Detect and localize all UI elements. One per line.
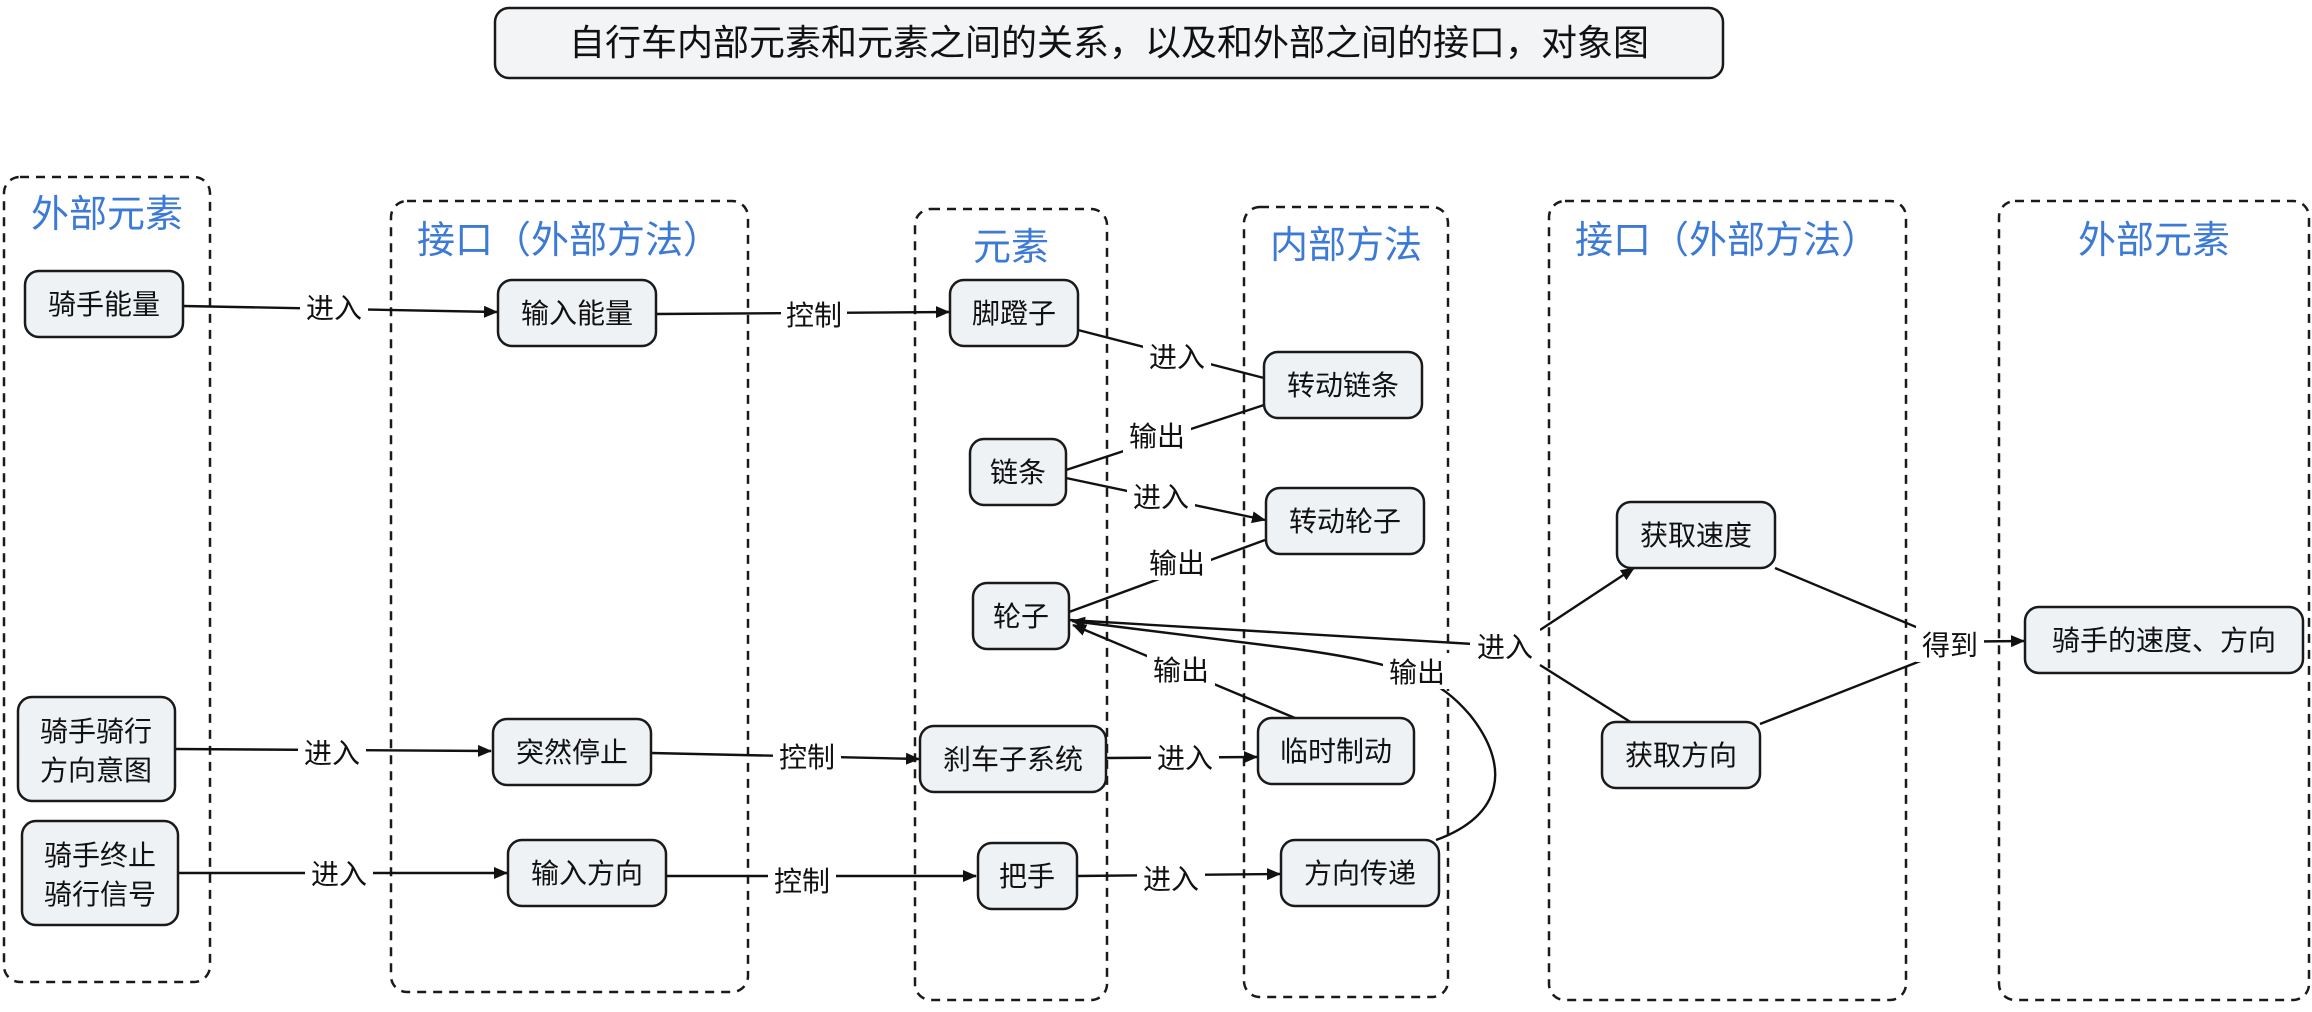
node-wheel: 轮子 [971, 581, 1071, 651]
edge-label-enter: 进入 [1149, 341, 1205, 374]
node-input-energy: 输入能量 [496, 278, 658, 348]
node-chain: 链条 [968, 437, 1068, 507]
group-external-right: 外部元素 [1997, 199, 2311, 1002]
node-pedal-label: 脚蹬子 [972, 297, 1056, 330]
group-external-left: 外部元素 [2, 175, 212, 984]
edge-get-direction-to-output [1759, 656, 1929, 726]
node-rider-stop-signal: 骑手终止 骑行信号 [20, 819, 180, 927]
node-input-direction: 输入方向 [506, 838, 668, 908]
edge-label-control: 控制 [779, 741, 835, 774]
node-get-direction: 获取方向 [1600, 720, 1762, 790]
node-rider-stop-signal-line1: 骑手终止 [44, 839, 156, 872]
diagram-title: 自行车内部元素和元素之间的关系，以及和外部之间的接口，对象图 [493, 6, 1725, 80]
node-rider-speed-direction: 骑手的速度、方向 [2023, 605, 2305, 675]
node-get-speed-label: 获取速度 [1640, 519, 1752, 552]
edge-label-enter: 进入 [306, 292, 362, 325]
diagram-title-text: 自行车内部元素和元素之间的关系，以及和外部之间的接口，对象图 [569, 23, 1649, 64]
group-elements: 元素 [913, 207, 1109, 1002]
node-wheel-label: 轮子 [993, 600, 1049, 633]
edge-label-control: 控制 [786, 299, 842, 332]
node-handlebar-label: 把手 [999, 860, 1055, 893]
node-rider-energy: 骑手能量 [23, 269, 185, 339]
group-internal-methods-label: 内部方法 [1270, 223, 1422, 267]
node-temp-brake-label: 临时制动 [1280, 735, 1392, 768]
node-rider-stop-signal-line2: 骑行信号 [44, 878, 156, 911]
edge-label-enter: 进入 [1157, 742, 1213, 775]
edge-label-control: 控制 [774, 865, 830, 898]
edge-label-enter: 进入 [1133, 481, 1189, 514]
edge-label-enter: 进入 [311, 858, 367, 891]
group-internal-methods: 内部方法 [1242, 205, 1450, 999]
node-rider-direction-intent-line2: 方向意图 [40, 754, 152, 787]
edge-label-output: 输出 [1149, 547, 1205, 580]
node-chain-label: 链条 [990, 456, 1046, 489]
group-elements-label: 元素 [973, 225, 1049, 269]
edge-labels: 进入 控制 进入 输出 进入 输出 输出 输出 进入 得到 进入 控制 进入 进… [298, 289, 1984, 898]
group-interface-left: 接口（外部方法） [389, 199, 750, 994]
edge-direction-transfer-to-wheel [1071, 616, 1497, 842]
nodes: 骑手能量 骑手骑行 方向意图 骑手终止 骑行信号 输入能量 突然停止 输入方向 … [16, 269, 2305, 927]
node-handlebar: 把手 [976, 841, 1079, 911]
node-input-direction-label: 输入方向 [531, 857, 643, 890]
node-direction-transfer-label: 方向传递 [1304, 857, 1416, 890]
edge-label-enter: 进入 [304, 737, 360, 770]
node-temp-brake: 临时制动 [1256, 716, 1416, 786]
node-sudden-stop-label: 突然停止 [516, 736, 628, 769]
node-rider-direction-intent-line1: 骑手骑行 [40, 715, 152, 748]
edge-label-output: 输出 [1153, 654, 1209, 687]
node-pedal: 脚蹬子 [948, 278, 1080, 348]
edge-enter-to-get-speed [1539, 566, 1635, 632]
group-external-left-label: 外部元素 [31, 192, 183, 236]
node-get-direction-label: 获取方向 [1625, 739, 1737, 772]
group-interface-right: 接口（外部方法） [1547, 199, 1908, 1002]
edge-label-output: 输出 [1129, 420, 1185, 453]
node-rider-energy-label: 骑手能量 [48, 288, 160, 321]
group-external-right-label: 外部元素 [2078, 218, 2230, 262]
node-rotate-chain-label: 转动链条 [1287, 369, 1399, 402]
edge-enter-to-get-direction [1539, 663, 1641, 730]
node-rotate-wheel-label: 转动轮子 [1289, 505, 1401, 538]
node-rotate-wheel: 转动轮子 [1264, 486, 1426, 556]
edge-label-enter: 进入 [1143, 863, 1199, 896]
node-sudden-stop: 突然停止 [491, 717, 653, 787]
node-rider-speed-direction-label: 骑手的速度、方向 [2052, 624, 2276, 657]
edge-label-obtain: 得到 [1922, 629, 1978, 662]
node-direction-transfer: 方向传递 [1279, 838, 1441, 908]
group-interface-right-label: 接口（外部方法） [1575, 218, 1879, 262]
edge-label-output: 输出 [1389, 656, 1445, 689]
node-brake-system-label: 刹车子系统 [943, 743, 1083, 776]
node-get-speed: 获取速度 [1615, 500, 1777, 570]
edge-label-enter: 进入 [1477, 631, 1533, 664]
node-rider-direction-intent: 骑手骑行 方向意图 [16, 695, 177, 803]
edge-get-speed-to-output [1774, 566, 1929, 634]
node-brake-system: 刹车子系统 [918, 724, 1108, 794]
node-rotate-chain: 转动链条 [1262, 350, 1424, 420]
group-interface-left-label: 接口（外部方法） [417, 218, 721, 262]
edge-wheel-to-get-speed [1068, 618, 1491, 647]
node-input-energy-label: 输入能量 [521, 297, 633, 330]
